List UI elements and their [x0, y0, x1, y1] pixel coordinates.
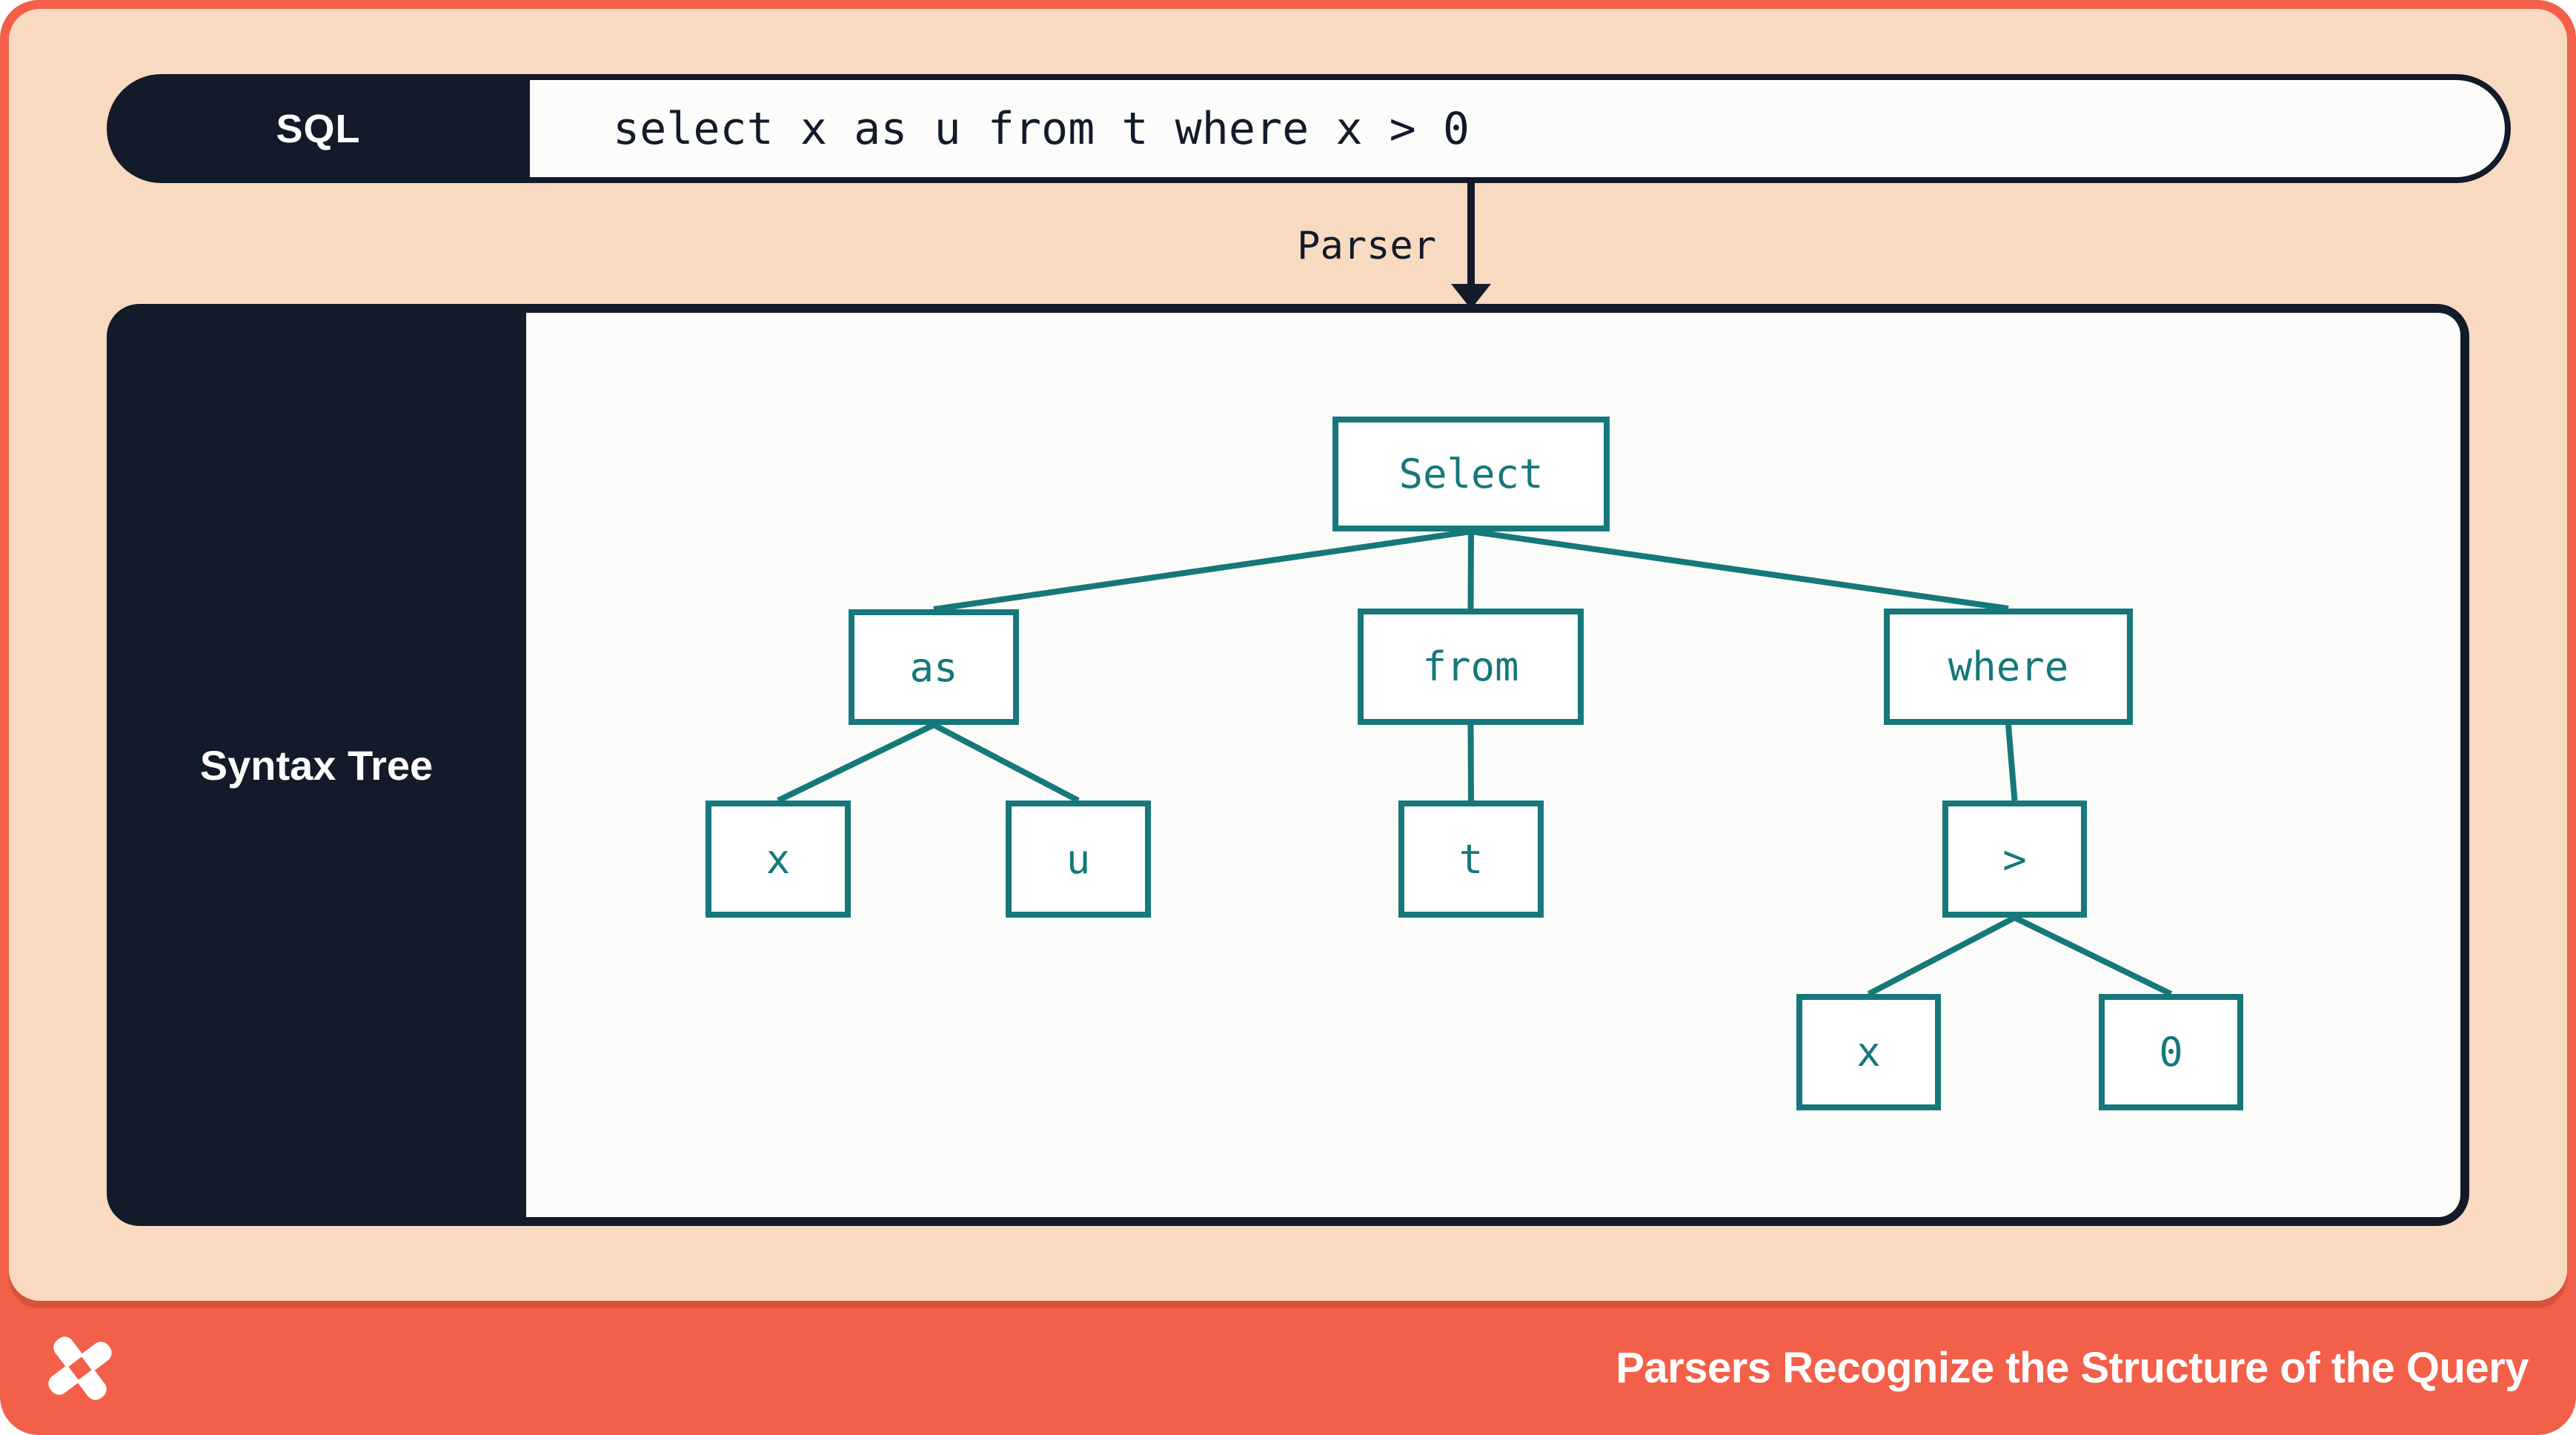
- sql-query-area: select x as u from t where x > 0: [530, 80, 2505, 177]
- footer-band: Parsers Recognize the Structure of the Q…: [0, 1301, 2576, 1435]
- tree-edge-select-from: [1467, 531, 1474, 609]
- tree-edge-from-t: [1467, 724, 1474, 801]
- tree-node-zero: 0: [2099, 994, 2243, 1110]
- tree-node-label: where: [1948, 643, 2069, 690]
- tree-edge-gt-zero: [2013, 915, 2173, 997]
- tree-edge-select-where: [1470, 528, 2009, 612]
- tree-node-label: x: [766, 835, 791, 883]
- sql-bar: SQL select x as u from t where x > 0: [107, 74, 2511, 183]
- tree-node-x2: x: [1796, 994, 1941, 1110]
- parser-arrow-icon: [1451, 183, 1491, 309]
- tree-node-x1: x: [706, 801, 851, 918]
- tree-node-select: Select: [1332, 417, 1610, 531]
- tree-node-from: from: [1358, 609, 1584, 725]
- sql-bar-label: SQL: [276, 106, 361, 151]
- tree-edge-select-as: [933, 528, 1472, 612]
- tree-edge-as-x1: [777, 722, 935, 803]
- tree-edge-where-gt: [2005, 724, 2018, 801]
- tree-node-t: t: [1398, 801, 1544, 918]
- tree-node-where: where: [1884, 609, 2133, 725]
- syntax-tree-title: Syntax Tree: [199, 741, 434, 789]
- tree-edges: [777, 528, 2173, 997]
- tree-node-label: u: [1066, 835, 1091, 883]
- tree-node-label: >: [2002, 835, 2027, 883]
- sql-query-text: select x as u from t where x > 0: [613, 102, 1470, 155]
- tree-node-label: as: [909, 643, 958, 691]
- tree-edge-gt-x2: [1867, 915, 2016, 997]
- tree-node-gt: >: [1942, 801, 2087, 918]
- x-shuriken-logo: [48, 1336, 112, 1400]
- tree-node-as: as: [849, 609, 1019, 725]
- tree-node-label: x: [1856, 1029, 1881, 1076]
- tree-edge-as-u: [932, 722, 1080, 803]
- parser-label: Parser: [1297, 224, 1436, 268]
- tree-node-u: u: [1006, 801, 1151, 918]
- footer-title: Parsers Recognize the Structure of the Q…: [1616, 1344, 2529, 1392]
- tree-canvas: Select as from where x u t > x 0: [526, 313, 2460, 1217]
- tree-node-label: t: [1458, 835, 1484, 883]
- syntax-tree-box: Syntax Tree Select as from where x u t > x 0: [107, 304, 2469, 1226]
- tree-node-label: Select: [1398, 451, 1544, 497]
- tree-node-label: from: [1422, 643, 1519, 690]
- tree-node-label: 0: [2159, 1029, 2183, 1076]
